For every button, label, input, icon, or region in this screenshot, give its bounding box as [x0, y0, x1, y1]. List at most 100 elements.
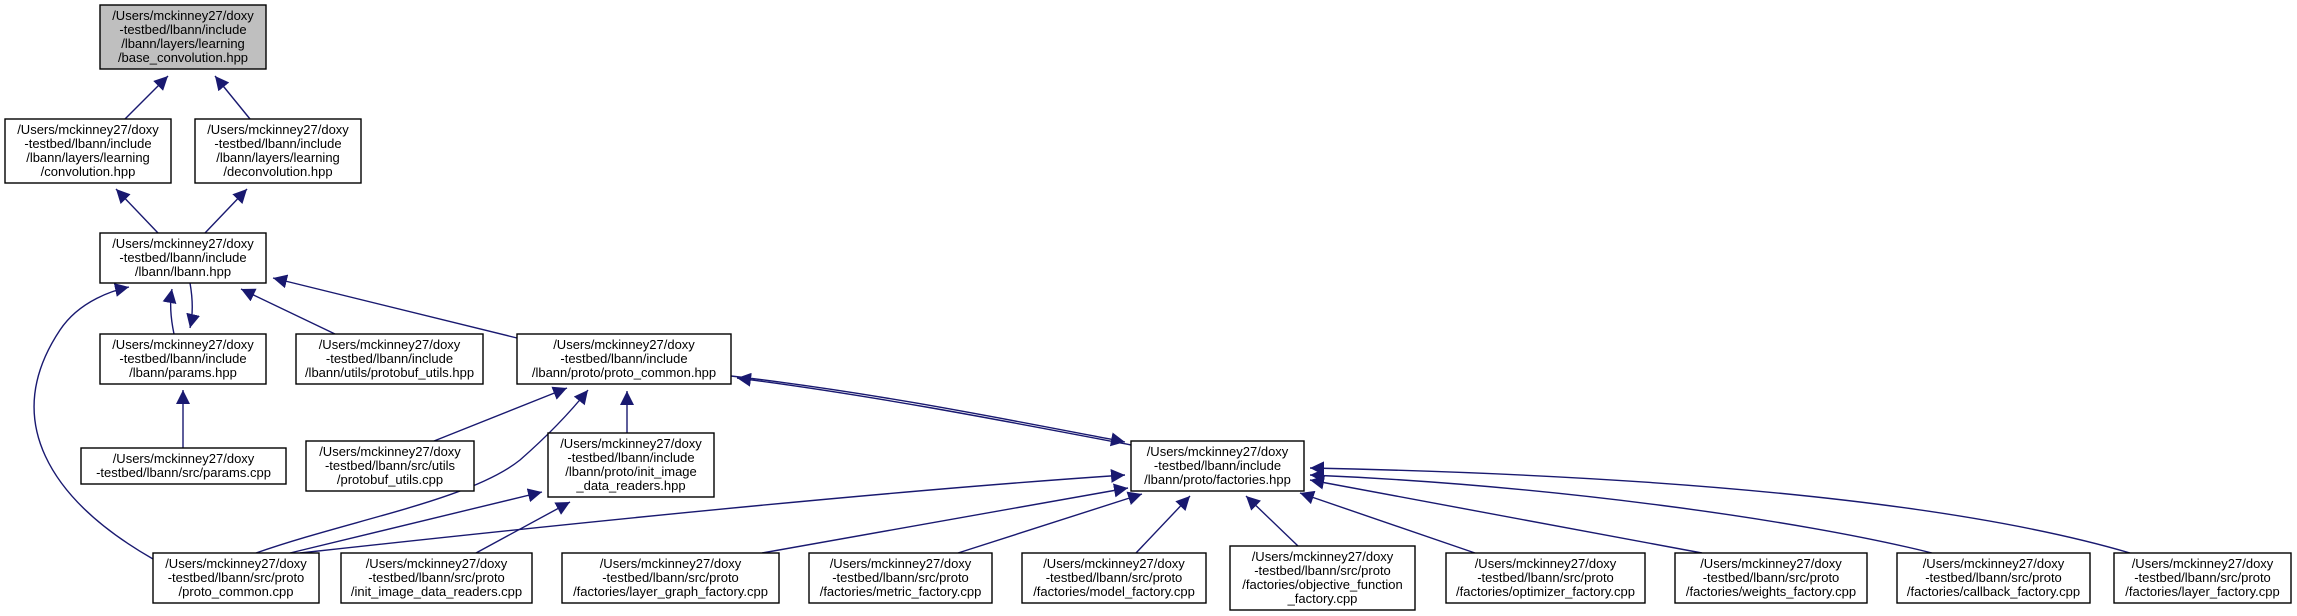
node-layer: /Users/mckinney27/doxy-testbed/lbann/inc… — [4, 4, 2292, 611]
node-label-line: /proto_common.cpp — [179, 584, 294, 599]
edge-proto-common-cpp-to-factories-hpp — [299, 468, 1126, 554]
node-label-line: _factory.cpp — [1287, 591, 1358, 606]
node-label-line: /lbann/layers/learning — [216, 150, 340, 165]
node-box — [1445, 552, 1646, 604]
node-label-line: -testbed/lbann/src/proto — [602, 570, 739, 585]
node-label-line: /factories/model_factory.cpp — [1033, 584, 1195, 599]
node-label-line: -testbed/lbann/src/proto — [1925, 570, 2062, 585]
node-label-line: /Users/mckinney27/doxy — [319, 444, 461, 459]
node-label-line: /convolution.hpp — [41, 164, 136, 179]
node-label-line: -testbed/lbann/include — [560, 351, 687, 366]
edge-factories-hpp-to-proto-common-hpp — [736, 372, 1132, 446]
node-objective-factory[interactable]: /Users/mckinney27/doxy-testbed/lbann/src… — [1229, 545, 1416, 611]
node-label-line: _data_readers.hpp — [575, 478, 685, 493]
node-box — [2113, 552, 2292, 604]
edge-protobuf-utils-hpp-to-lbann-hpp — [240, 288, 336, 335]
node-label-line: -testbed/lbann/src/proto — [368, 570, 505, 585]
node-label-line: /Users/mckinney27/doxy — [1700, 556, 1842, 571]
edge-layer-graph-factory-to-factories-hpp — [761, 483, 1129, 554]
node-box — [1229, 545, 1416, 611]
node-factories-hpp[interactable]: /Users/mckinney27/doxy-testbed/lbann/inc… — [1130, 440, 1305, 492]
node-box — [808, 552, 993, 604]
node-box — [1674, 552, 1868, 604]
node-box — [99, 232, 267, 284]
node-label-line: /protobuf_utils.cpp — [337, 472, 443, 487]
edge-init-image-cpp-to-init-image-hpp — [475, 501, 571, 554]
node-weights-factory[interactable]: /Users/mckinney27/doxy-testbed/lbann/src… — [1674, 552, 1868, 604]
node-label-line: -testbed/lbann/src/params.cpp — [96, 465, 271, 480]
node-model-factory[interactable]: /Users/mckinney27/doxy-testbed/lbann/src… — [1021, 552, 1207, 604]
edge-weights-factory-to-factories-hpp — [1309, 475, 1703, 554]
node-label-line: -testbed/lbann/src/proto — [2134, 570, 2271, 585]
node-label-line: -testbed/lbann/include — [24, 136, 151, 151]
node-label-line: /Users/mckinney27/doxy — [366, 556, 508, 571]
node-layer-graph-factory[interactable]: /Users/mckinney27/doxy-testbed/lbann/src… — [561, 552, 780, 604]
node-proto-common-hpp[interactable]: /Users/mckinney27/doxy-testbed/lbann/inc… — [516, 333, 732, 385]
node-init-image-hpp[interactable]: /Users/mckinney27/doxy-testbed/lbann/inc… — [547, 432, 715, 498]
node-label-line: /Users/mckinney27/doxy — [1043, 556, 1185, 571]
node-label-line: -testbed/lbann/src/utils — [325, 458, 456, 473]
node-label-line: -testbed/lbann/src/proto — [1703, 570, 1840, 585]
node-label-line: /factories/layer_factory.cpp — [2125, 584, 2279, 599]
node-label-line: /init_image_data_readers.cpp — [351, 584, 522, 599]
node-params-hpp[interactable]: /Users/mckinney27/doxy-testbed/lbann/inc… — [99, 333, 267, 385]
node-protobuf-utils-cpp[interactable]: /Users/mckinney27/doxy-testbed/lbann/src… — [305, 440, 475, 492]
node-box — [152, 552, 320, 604]
node-label-line: /Users/mckinney27/doxy — [112, 8, 254, 23]
node-label-line: /Users/mckinney27/doxy — [560, 436, 702, 451]
node-lbann-hpp[interactable]: /Users/mckinney27/doxy-testbed/lbann/inc… — [99, 232, 267, 284]
node-label-line: /lbann/proto/init_image — [565, 464, 697, 479]
node-box — [4, 118, 172, 184]
node-metric-factory[interactable]: /Users/mckinney27/doxy-testbed/lbann/src… — [808, 552, 993, 604]
node-label-line: /base_convolution.hpp — [118, 50, 248, 65]
node-label-line: /lbann/params.hpp — [129, 365, 237, 380]
node-base-conv[interactable]: /Users/mckinney27/doxy-testbed/lbann/inc… — [99, 4, 267, 70]
node-box — [561, 552, 780, 604]
edge-optimizer-factory-to-factories-hpp — [1299, 490, 1476, 554]
node-label-line: /Users/mckinney27/doxy — [830, 556, 972, 571]
node-label-line: -testbed/lbann/include — [326, 351, 453, 366]
node-label-line: -testbed/lbann/include — [119, 22, 246, 37]
edge-proto-common-cpp-to-proto-common-hpp — [255, 389, 589, 554]
node-protobuf-utils-hpp[interactable]: /Users/mckinney27/doxy-testbed/lbann/inc… — [295, 333, 484, 385]
node-label-line: /Users/mckinney27/doxy — [553, 337, 695, 352]
node-params-cpp[interactable]: /Users/mckinney27/doxy-testbed/lbann/src… — [80, 447, 287, 485]
node-label-line: /Users/mckinney27/doxy — [600, 556, 742, 571]
node-label-line: /Users/mckinney27/doxy — [112, 337, 254, 352]
node-box — [516, 333, 732, 385]
node-label-line: -testbed/lbann/include — [119, 250, 246, 265]
node-label-line: /Users/mckinney27/doxy — [113, 451, 255, 466]
node-box — [99, 333, 267, 385]
node-label-line: /Users/mckinney27/doxy — [319, 337, 461, 352]
node-optimizer-factory[interactable]: /Users/mckinney27/doxy-testbed/lbann/src… — [1445, 552, 1646, 604]
node-proto-common-cpp[interactable]: /Users/mckinney27/doxy-testbed/lbann/src… — [152, 552, 320, 604]
node-label-line: /factories/metric_factory.cpp — [820, 584, 982, 599]
node-init-image-cpp[interactable]: /Users/mckinney27/doxy-testbed/lbann/src… — [340, 552, 533, 604]
node-box — [1130, 440, 1305, 492]
node-deconvolution[interactable]: /Users/mckinney27/doxy-testbed/lbann/inc… — [194, 118, 362, 184]
node-label-line: /factories/callback_factory.cpp — [1907, 584, 2080, 599]
node-label-line: /lbann/utils/protobuf_utils.hpp — [305, 365, 474, 380]
node-box — [99, 4, 267, 70]
node-label-line: -testbed/lbann/src/proto — [1254, 563, 1391, 578]
edge-model-factory-to-factories-hpp — [1135, 495, 1191, 554]
node-label-line: -testbed/lbann/src/proto — [832, 570, 969, 585]
node-callback-factory[interactable]: /Users/mckinney27/doxy-testbed/lbann/src… — [1896, 552, 2091, 604]
edge-params-hpp-to-lbann-hpp — [162, 288, 177, 335]
node-layer-factory[interactable]: /Users/mckinney27/doxy-testbed/lbann/src… — [2113, 552, 2292, 604]
edge-proto-common-cpp-to-lbann-hpp — [33, 283, 154, 560]
edge-proto-common-hpp-to-factories-hpp — [730, 375, 1126, 447]
node-label-line: /factories/objective_function — [1242, 577, 1402, 592]
node-label-line: /lbann/layers/learning — [121, 36, 245, 51]
edge-proto-common-hpp-to-lbann-hpp — [272, 274, 518, 339]
node-label-line: -testbed/lbann/src/proto — [1477, 570, 1614, 585]
edge-callback-factory-to-factories-hpp — [1309, 468, 1933, 554]
node-label-line: /factories/optimizer_factory.cpp — [1456, 584, 1635, 599]
edge-metric-factory-to-factories-hpp — [957, 491, 1143, 554]
node-convolution[interactable]: /Users/mckinney27/doxy-testbed/lbann/inc… — [4, 118, 172, 184]
node-label-line: /lbann/lbann.hpp — [135, 264, 231, 279]
node-box — [1896, 552, 2091, 604]
node-label-line: /factories/weights_factory.cpp — [1686, 584, 1856, 599]
edge-deconvolution-to-base-conv — [214, 75, 251, 120]
